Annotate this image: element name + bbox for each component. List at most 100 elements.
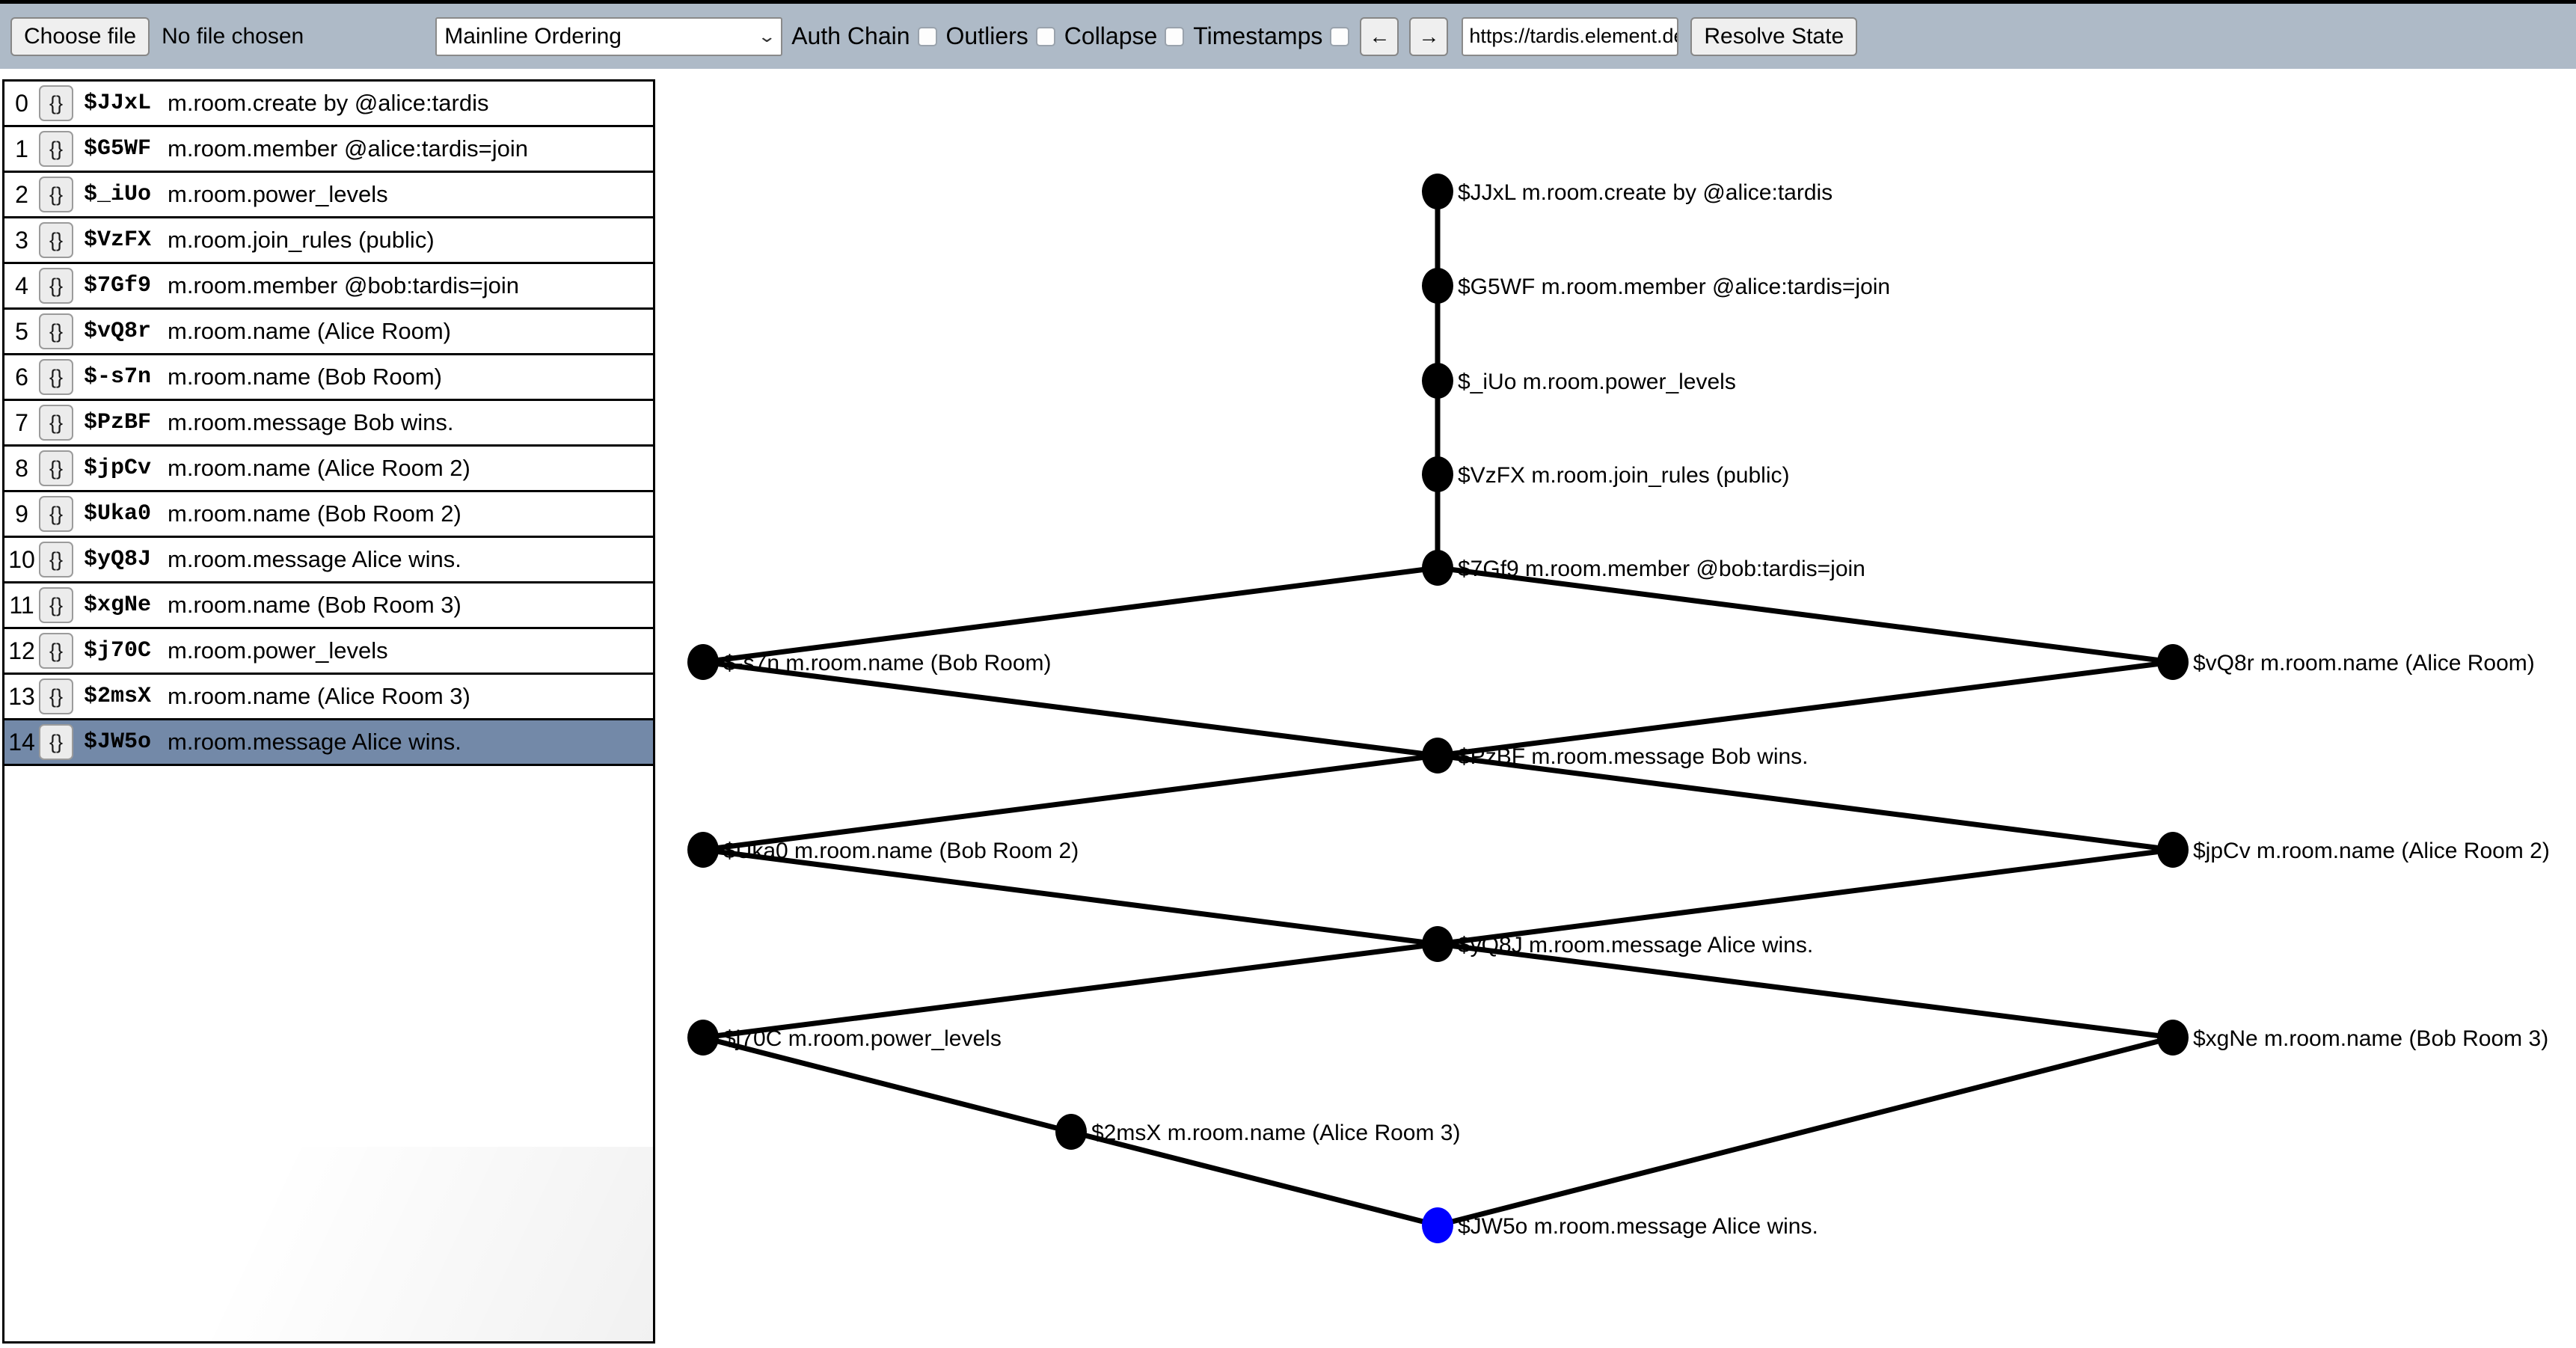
graph-node[interactable] [1422,268,1453,304]
graph-node[interactable] [2157,1020,2189,1056]
graph-node[interactable] [1422,174,1453,209]
timestamps-checkbox-group[interactable]: Timestamps [1193,22,1350,50]
view-json-button[interactable]: {} [39,177,73,212]
view-json-button[interactable]: {} [39,587,73,623]
event-graph[interactable]: $JJxL m.room.create by @alice:tardis$G5W… [666,75,2576,1348]
graph-edge [1437,847,2174,947]
graph-node[interactable] [687,644,719,680]
event-row-description: m.room.power_levels [168,181,388,207]
collapse-checkbox-group[interactable]: Collapse [1064,22,1185,50]
event-row-id: $7Gf9 [84,273,152,298]
graph-node-label: $2msX m.room.name (Alice Room 3) [1091,1121,1460,1145]
back-arrow-button[interactable]: ← [1360,16,1399,56]
view-json-button[interactable]: {} [39,131,73,167]
event-row-description: m.room.name (Alice Room) [168,318,451,344]
url-input[interactable]: https://tardis.element.dev [1462,16,1679,56]
event-row-index: 10 [8,545,35,573]
auth-chain-checkbox-group[interactable]: Auth Chain [791,22,937,50]
event-row-description: m.room.join_rules (public) [168,227,435,253]
graph-node[interactable] [1422,363,1453,399]
event-row-description: m.room.name (Alice Room 2) [168,455,470,481]
view-json-button[interactable]: {} [39,496,73,532]
outliers-checkbox[interactable] [1035,26,1055,46]
choose-file-button[interactable]: Choose file [10,16,150,56]
auth-chain-label: Auth Chain [791,22,910,49]
event-row-index: 14 [8,728,35,756]
forward-arrow-button[interactable]: → [1409,16,1449,56]
graph-node[interactable] [687,1020,719,1056]
view-json-button[interactable]: {} [39,724,73,760]
outliers-checkbox-group[interactable]: Outliers [946,22,1055,50]
event-row-id: $vQ8r [84,319,152,344]
auth-chain-checkbox[interactable] [917,26,937,46]
graph-node[interactable] [1422,550,1453,586]
graph-node[interactable] [1422,1207,1453,1243]
event-row-index: 1 [15,135,28,162]
event-row-id: $2msX [84,684,152,709]
view-json-button[interactable]: {} [39,633,73,669]
view-json-button[interactable]: {} [39,405,73,441]
event-row-description: m.room.name (Bob Room) [168,364,442,390]
graph-node[interactable] [1422,456,1453,492]
resolve-state-button[interactable]: Resolve State [1690,16,1858,56]
event-row-index: 7 [15,408,28,436]
view-json-button[interactable]: {} [39,268,73,304]
event-row-id: $-s7n [84,364,152,390]
graph-node[interactable] [1422,926,1453,962]
graph-node-label: $j70C m.room.power_levels [723,1026,1002,1051]
view-json-button[interactable]: {} [39,450,73,486]
graph-canvas[interactable]: $JJxL m.room.create by @alice:tardis$G5W… [666,75,2576,1348]
event-row[interactable]: 6 {} $-s7n m.room.name (Bob Room) [4,355,653,401]
view-json-button[interactable]: {} [39,359,73,395]
event-row-index: 3 [15,226,28,254]
event-row[interactable]: 5 {} $vQ8r m.room.name (Alice Room) [4,310,653,355]
file-picker[interactable]: Choose file No file chosen [10,16,304,56]
event-row-id: $_iUo [84,182,152,207]
graph-node[interactable] [2157,832,2189,868]
view-json-button[interactable]: {} [39,542,73,578]
ordering-select[interactable]: Mainline Ordering ⌄ [435,16,783,56]
view-json-button[interactable]: {} [39,678,73,714]
event-row-id: $yQ8J [84,547,152,572]
view-json-button[interactable]: {} [39,85,73,121]
view-json-button[interactable]: {} [39,222,73,258]
graph-node[interactable] [1055,1114,1087,1150]
event-row-index: 11 [9,591,34,619]
event-row-index: 6 [15,363,28,390]
graph-node[interactable] [687,832,719,868]
graph-node[interactable] [1422,738,1453,773]
graph-node-label: $yQ8J m.room.message Alice wins. [1458,933,1813,958]
graph-node-label: $PzBF m.room.message Bob wins. [1458,744,1809,769]
event-row-index: 5 [15,317,28,345]
event-row-id: $xgNe [84,592,152,618]
view-json-button[interactable]: {} [39,313,73,349]
event-row-id: $JW5o [84,729,152,755]
graph-edge [702,753,1438,853]
graph-node-label: $_iUo m.room.power_levels [1458,370,1736,394]
no-file-chosen-label: No file chosen [162,23,304,49]
graph-edge [702,941,1438,1041]
timestamps-checkbox[interactable] [1330,26,1350,46]
event-row-index: 9 [15,500,28,527]
graph-nodes[interactable] [687,174,2189,1243]
graph-node[interactable] [2157,644,2189,680]
event-row-id: $JJxL [84,91,152,116]
collapse-checkbox[interactable] [1165,26,1185,46]
graph-node-label: $G5WF m.room.member @alice:tardis=join [1458,275,1890,299]
graph-edge [702,565,1438,665]
graph-edge [702,847,1438,947]
